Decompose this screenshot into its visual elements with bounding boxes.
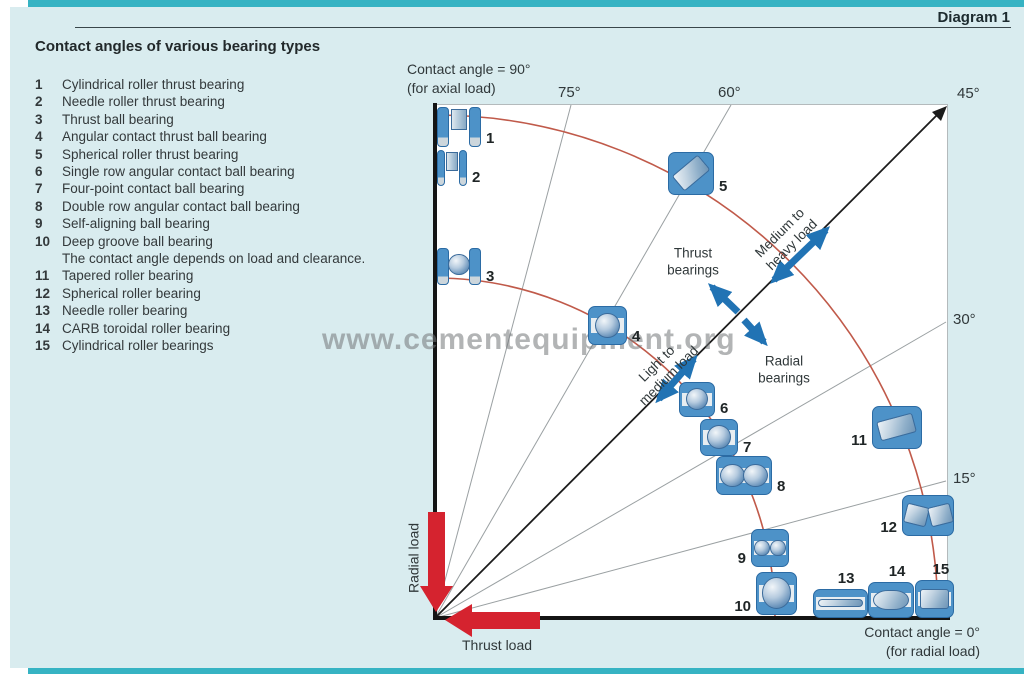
legend-item: 5 Spherical roller thrust bearing [35,146,365,163]
legend-item: 7 Four-point contact ball bearing [35,180,365,197]
legend-item: 11 Tapered roller bearing [35,267,365,284]
bearing-icon-10: 10 [734,572,797,615]
legend-item-number: 7 [35,181,43,197]
angle-tick-label: 15° [953,470,976,487]
legend-item: 6 Single row angular contact ball bearing [35,163,365,180]
legend-item: 4 Angular contact thrust ball bearing [35,128,365,145]
legend-item-number: 13 [35,303,51,319]
bearing-number: 4 [632,328,641,345]
legend-item: 8 Double row angular contact ball bearing [35,198,365,215]
legend-item-label: CARB toroidal roller bearing [62,320,231,336]
legend-title: Contact angles of various bearing types [35,38,321,55]
angle-tick-label: 75° [558,84,581,101]
legend-item: 1 Cylindrical roller thrust bearing [35,76,365,93]
legend-item-label: Four-point contact ball bearing [62,181,245,197]
legend-item-number: 8 [35,198,43,214]
contact-angle-0-label: Contact angle = 0° (for radial load) [864,624,980,659]
legend-item-label: Spherical roller bearing [62,285,201,301]
legend-item: 14 CARB toroidal roller bearing [35,320,365,337]
legend-item-number: 4 [35,129,43,145]
legend-item-label: Cylindrical roller thrust bearing [62,77,245,92]
legend-item-number: 2 [35,94,43,110]
legend-item: 2 Needle roller thrust bearing [35,93,365,110]
bearing-icon-2: 2 [437,150,480,186]
legend-item-label: Angular contact thrust ball bearing [62,129,267,145]
legend-item-label: Double row angular contact ball bearing [62,198,300,214]
bearing-number: 1 [486,130,495,147]
legend-item-number: 3 [35,111,43,127]
legend-item: 10 Deep groove ball bearing [35,233,365,250]
bearing-icon-7: 7 [700,419,751,456]
legend-item-number: 6 [35,164,43,180]
bearing-number: 9 [737,550,746,567]
legend-item-number: 10 [35,233,51,249]
legend-item-label: Cylindrical roller bearings [62,338,214,354]
top-teal-bar [28,0,1024,7]
bearing-icon-14: 14 [868,564,914,618]
bearing-number: 14 [888,563,906,580]
bearing-icon-13: 13 [813,571,868,618]
bearing-number: 11 [851,432,867,449]
legend-item-number: 14 [35,320,51,336]
angle-tick-label: 60° [718,84,741,101]
bearing-number: 2 [472,169,481,186]
legend-item: 15 Cylindrical roller bearings [35,337,365,354]
legend-item-label: Thrust ball bearing [62,111,174,127]
radial-bearings-zone-label: Radial bearings [758,353,810,386]
bearing-icon-15: 15 [915,562,954,618]
legend-item-label: Needle roller thrust bearing [62,94,225,110]
bearing-number: 6 [720,400,729,417]
bearing-icon-12: 12 [880,495,954,536]
bearing-icon-5: 5 [668,152,727,195]
legend-item-label: Tapered roller bearing [62,268,194,284]
bearing-icon-6: 6 [679,382,728,417]
bearing-icon-8: 8 [716,456,785,495]
thrust-bearings-zone-label: Thrust bearings [667,245,719,278]
bearing-icon-1: 1 [437,107,494,147]
legend-item: 9 Self-aligning ball bearing [35,215,365,232]
legend-item-label: Needle roller bearing [62,303,188,319]
angle-tick-label: 30° [953,311,976,328]
bearing-number: 15 [932,561,950,578]
bearing-number: 8 [777,478,786,495]
legend-item-label: Self-aligning ball bearing [62,216,210,232]
bearing-number: 5 [719,178,728,195]
legend-item-label: Single row angular contact ball bearing [62,164,295,180]
bottom-teal-bar [28,668,1024,674]
bearing-icon-9: 9 [738,529,789,567]
bearing-icon-3: 3 [437,248,494,285]
angle-tick-label: 45° [957,85,980,102]
legend-item: 3 Thrust ball bearing [35,111,365,128]
legend-item-note: The contact angle depends on load and cl… [62,251,366,267]
thrust-load-label: Thrust load [462,637,533,653]
legend-item-number: 1 [35,77,43,92]
legend-item-number: 5 [35,146,43,162]
bearing-icon-11: 11 [851,406,922,449]
legend-item-number: 11 [35,268,50,284]
header-rule [75,27,1011,28]
legend-item: 12 Spherical roller bearing [35,285,365,302]
bearing-number: 13 [837,570,855,587]
legend-item-number: 15 [35,338,51,354]
bearing-number: 7 [743,439,752,456]
legend-item-label: Spherical roller thrust bearing [62,146,239,162]
contact-angle-90-label: Contact angle = 90° (for axial load) [407,61,531,96]
bearing-icon-4: 4 [588,306,640,345]
radial-load-label: Radial load [405,522,422,594]
legend-item: 13 Needle roller bearing [35,302,365,319]
bearing-number: 3 [486,268,495,285]
diagram-number-label: Diagram 1 [937,9,1010,26]
legend-item-number: 9 [35,216,43,232]
bearing-number: 10 [734,598,751,615]
bearing-number: 12 [880,519,897,536]
legend-item-number: 12 [35,285,51,301]
legend-item-label: Deep groove ball bearing [62,233,213,249]
